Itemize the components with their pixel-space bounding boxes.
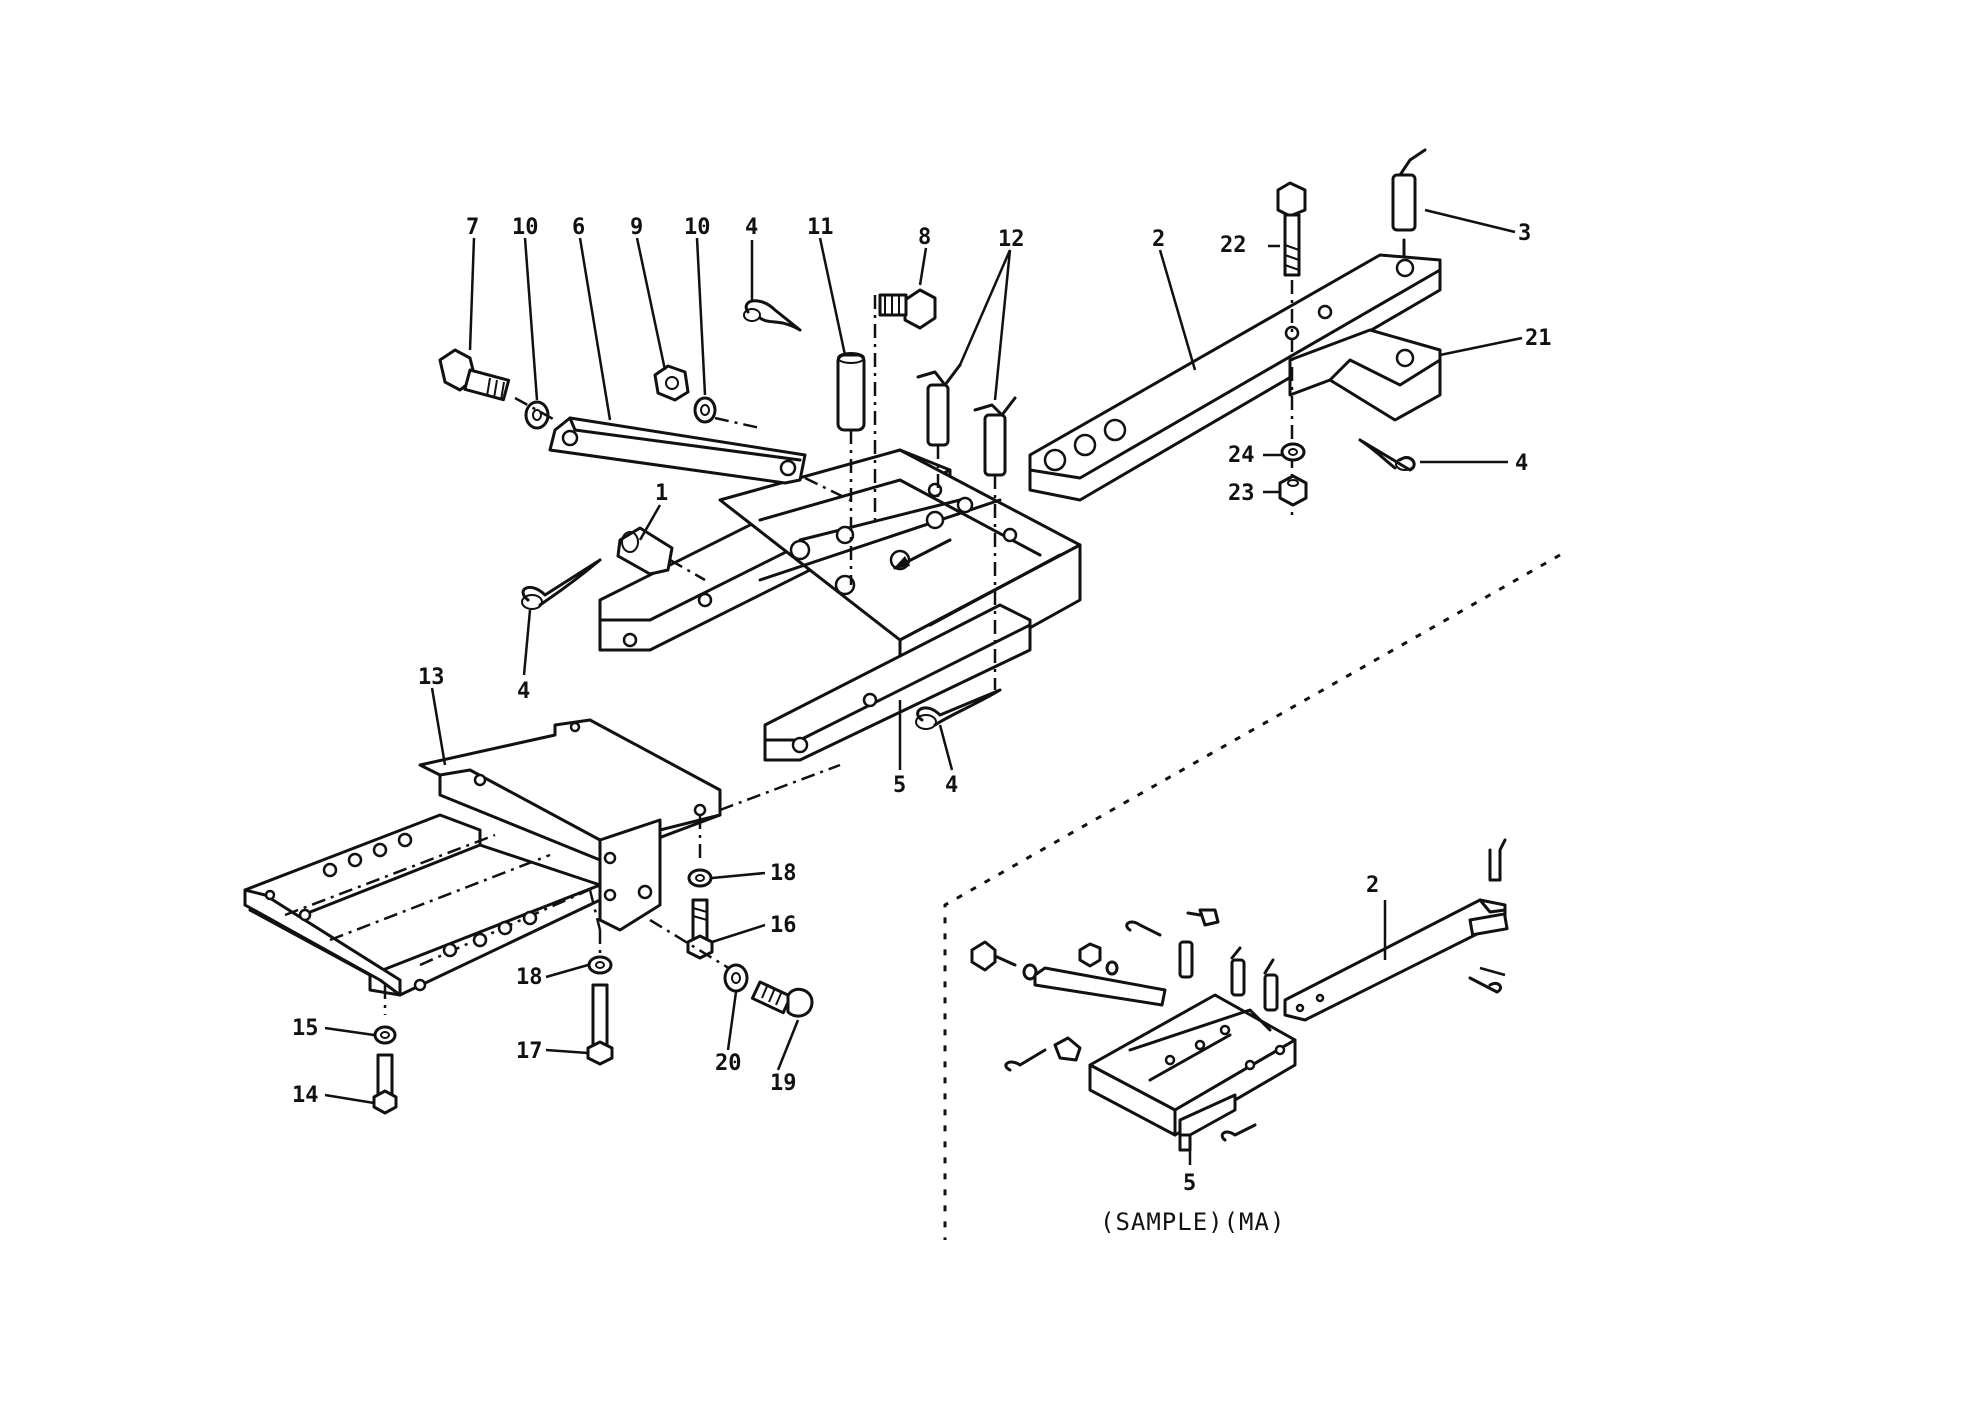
callout-16: 16 [770,913,797,938]
bolt-part-17 [586,983,614,1066]
hitch-part-21 [1288,328,1442,422]
washer-part-18-b [587,955,613,975]
callout-3: 3 [1518,221,1531,246]
inset-callout-2: 2 [1366,873,1379,898]
callout-23: 23 [1228,481,1255,506]
callout-12: 12 [998,227,1025,252]
callout-1: 1 [655,481,668,506]
clip-part-4-d [1358,438,1416,472]
nut-part-23 [1278,474,1308,507]
callout-7: 7 [466,215,479,240]
pin-part-12-a [916,363,962,447]
washer-part-18-a [687,868,713,888]
bolt-part-19 [750,980,814,1018]
inset-sample-view: 2 5 (SAMPLE)(MA) [970,838,1509,1236]
leader-lines [324,208,1523,1105]
callout-13: 13 [418,665,445,690]
washer-part-24 [1280,442,1306,462]
callout-10-b: 10 [684,215,711,240]
callout-18-a: 18 [770,861,797,886]
callout-14: 14 [292,1083,319,1108]
pin-part-6 [548,416,807,485]
bolt-part-22 [1276,181,1307,277]
nut-part-9 [653,364,690,402]
pin-part-1 [616,526,674,576]
callout-24: 24 [1228,443,1255,468]
callout-4-mid: 4 [945,773,958,798]
callout-19: 19 [770,1071,797,1096]
callout-6: 6 [572,215,585,240]
callout-4-left: 4 [517,679,530,704]
pin-part-11 [836,352,866,432]
inset-boundary [943,553,1561,1240]
clip-part-4-c [915,688,1002,730]
callout-15: 15 [292,1016,319,1041]
bolt-part-7 [438,348,511,402]
callout-9: 9 [630,215,643,240]
callout-18-b: 18 [516,965,543,990]
bracket-part-13 [243,718,722,997]
inset-caption: (SAMPLE)(MA) [1100,1208,1285,1236]
callout-4-right: 4 [1515,451,1528,476]
callout-11: 11 [807,215,834,240]
callout-4-top: 4 [745,215,758,240]
callout-labels: 7 10 6 9 10 4 11 8 12 2 22 3 21 4 24 23 … [292,215,1552,1108]
callout-8: 8 [918,225,931,250]
washer-part-10-b [693,396,717,424]
clip-part-4-a [743,299,802,332]
frame-part-5 [598,448,1082,762]
callout-2: 2 [1152,227,1165,252]
callout-20: 20 [715,1051,742,1076]
callout-10-a: 10 [512,215,539,240]
pin-part-12-b [973,396,1017,477]
pin-part-3 [1391,148,1427,257]
bolt-part-14 [372,1053,398,1115]
washer-part-20 [723,963,749,993]
callout-22: 22 [1220,233,1247,258]
washer-part-15 [373,1025,397,1045]
callout-21: 21 [1525,326,1552,351]
bolt-part-8 [878,288,937,330]
inset-callout-5: 5 [1183,1171,1196,1196]
callout-5: 5 [893,773,906,798]
callout-17: 17 [516,1039,543,1064]
bolt-part-16 [686,898,714,960]
drawbar-part-2 [1028,253,1442,502]
clip-part-4-b [521,558,602,610]
